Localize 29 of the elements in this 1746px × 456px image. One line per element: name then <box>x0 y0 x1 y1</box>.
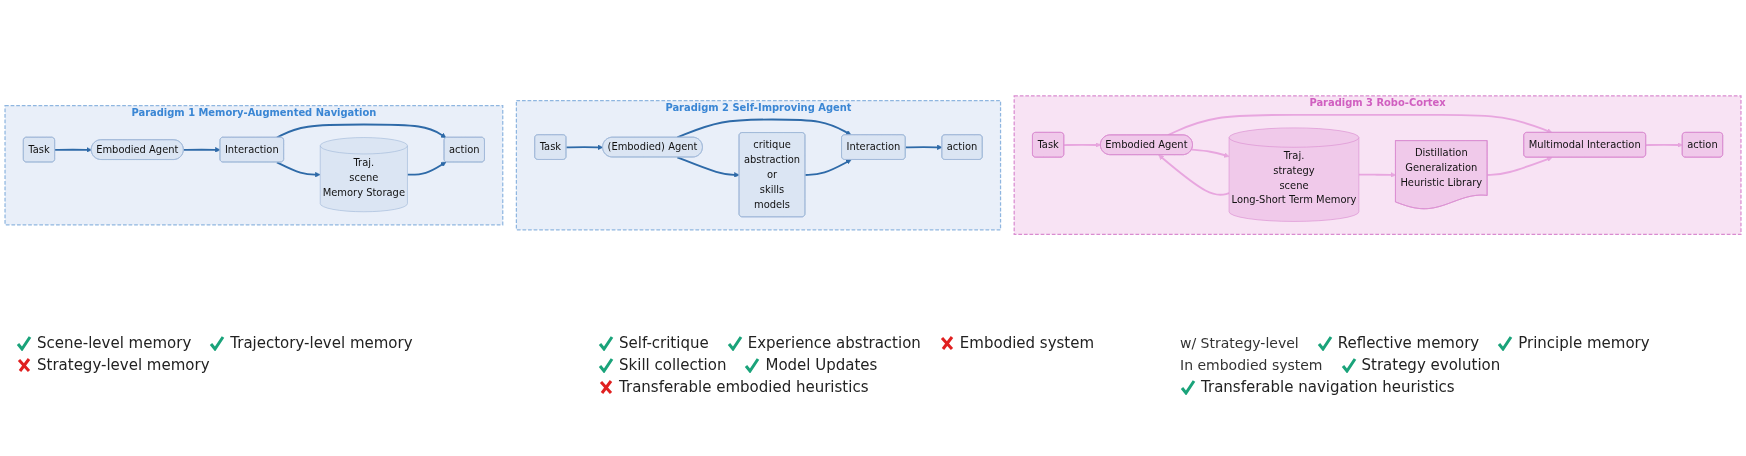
arrow <box>1190 148 1230 158</box>
checklist-item: Scene-level memory <box>37 334 192 352</box>
checklist-item: Reflective memory <box>1337 334 1480 352</box>
arrow <box>676 156 740 178</box>
checklist-item: Experience abstraction <box>747 334 921 352</box>
arrow <box>1645 142 1683 148</box>
checklist-item: Transferable navigation heuristics <box>1201 378 1455 396</box>
list-heading: w/ Strategy-level <box>1180 335 1299 351</box>
checklist-item: Model Updates <box>765 356 878 374</box>
arrow <box>54 146 92 153</box>
checklist-item: Strategy-level memory <box>37 356 210 374</box>
checklist-item: Strategy evolution <box>1361 356 1501 374</box>
arrow <box>804 159 852 176</box>
checklist-item: Skill collection <box>619 356 727 374</box>
checklist-item: Embodied system <box>959 334 1095 352</box>
arrow <box>406 161 447 176</box>
arrow <box>1158 154 1230 196</box>
arrow <box>275 161 321 178</box>
arrow <box>904 144 943 150</box>
arrow <box>1486 156 1553 176</box>
arrow <box>1063 142 1101 148</box>
checklist-item: Transferable embodied heuristics <box>619 378 869 396</box>
arrow <box>565 144 604 150</box>
arrow <box>1357 171 1396 178</box>
checklist-item: Trajectory-level memory <box>230 334 413 352</box>
checklist-item: Self-critique <box>619 334 709 352</box>
arrow <box>182 146 221 153</box>
checklist-item: Principle memory <box>1518 334 1650 352</box>
list-heading: In embodied system <box>1180 357 1323 373</box>
